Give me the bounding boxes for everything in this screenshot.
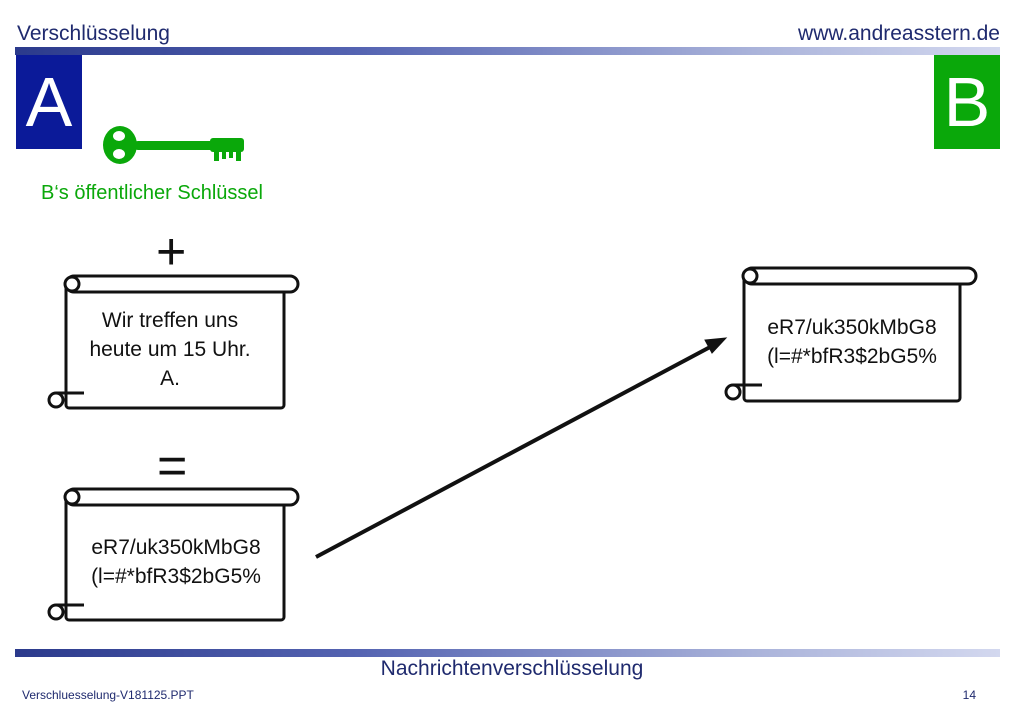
received-scroll xyxy=(724,266,978,403)
receiver-box: B xyxy=(934,55,1000,149)
plus-operator: + xyxy=(156,223,187,281)
ciphertext-message: eR7/uk350kMbG8 (l=#*bfR3$2bG5% xyxy=(70,533,282,591)
received-line: eR7/uk350kMbG8 xyxy=(767,316,937,339)
ciphertext-line: eR7/uk350kMbG8 xyxy=(91,536,261,559)
ciphertext-line: (l=#*bfR3$2bG5% xyxy=(91,565,261,588)
header-url: www.andreasstern.de xyxy=(798,22,1000,45)
header-bar xyxy=(15,47,1000,55)
key-icon xyxy=(103,126,244,164)
header-title: Verschlüsselung xyxy=(17,22,170,45)
received-line: (l=#*bfR3$2bG5% xyxy=(767,345,937,368)
plaintext-line: A. xyxy=(160,367,180,390)
public-key-label: B‘s öffentlicher Schlüssel xyxy=(41,182,263,204)
ciphertext-scroll xyxy=(47,487,300,622)
plaintext-message: Wir treffen uns heute um 15 Uhr. A. xyxy=(70,306,270,393)
footer-filename: Verschluesselung-V181125.PPT xyxy=(22,688,194,702)
sender-box: A xyxy=(16,55,82,149)
equals-operator: = xyxy=(157,437,188,495)
received-message: eR7/uk350kMbG8 (l=#*bfR3$2bG5% xyxy=(746,313,958,371)
transmission-arrow xyxy=(315,337,728,559)
page-number: 14 xyxy=(962,688,976,702)
plaintext-line: Wir treffen uns xyxy=(101,309,239,332)
plaintext-line: heute um 15 Uhr. xyxy=(89,338,251,361)
footer-bar xyxy=(15,649,1000,657)
footer-title: Nachrichtenverschlüsselung xyxy=(380,657,644,680)
plaintext-scroll xyxy=(47,274,300,410)
